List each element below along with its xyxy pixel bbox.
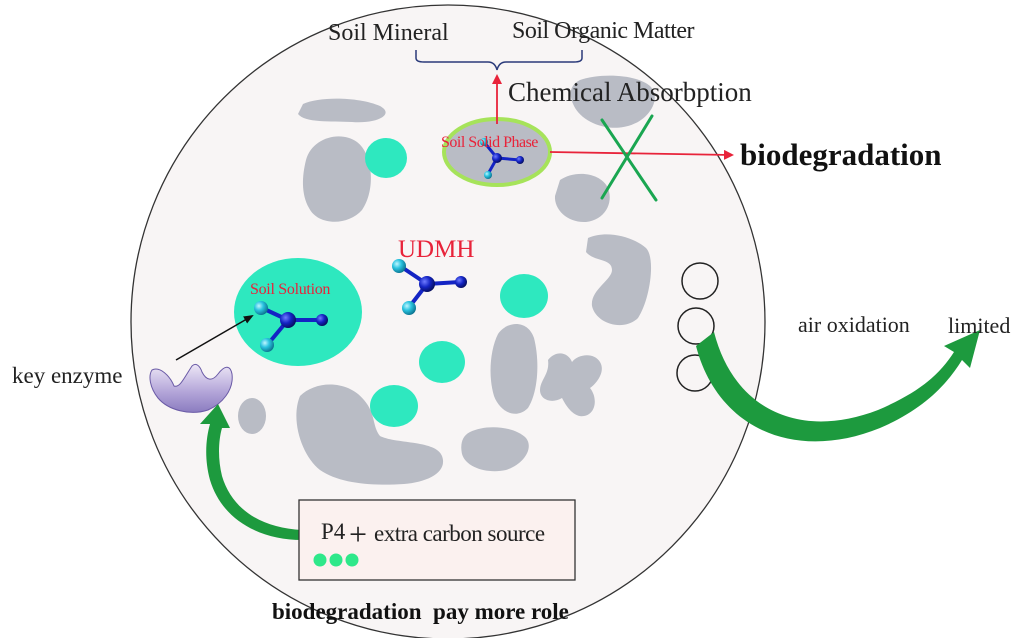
udmh-molecule-free (392, 259, 467, 315)
soil-particles (238, 75, 655, 485)
blocked-x-icon (600, 114, 658, 202)
soil-solid-phase (442, 117, 552, 187)
p4-dots-icon (313, 553, 359, 567)
soil-particle (296, 384, 444, 485)
p4-carbon-box (298, 499, 576, 581)
soil-particle (540, 353, 602, 417)
solution-droplet (500, 274, 548, 318)
mineral-organic-bracket (415, 50, 583, 71)
bottom-caption: biodegradation pay more role (272, 599, 569, 624)
soil-solution-region (234, 258, 362, 366)
air-bubble (681, 262, 719, 300)
carbon-source-arrow (200, 404, 302, 540)
soil-particle (461, 427, 529, 472)
soil-particle (238, 398, 266, 434)
soil-solution-label: Soil Solution (250, 281, 330, 298)
limited-label: limited (948, 313, 1010, 338)
soil-particle (298, 98, 386, 123)
soil-particle (554, 173, 610, 223)
soil-solution-droplets (365, 138, 548, 427)
key-enzyme-label: key enzyme (12, 363, 122, 388)
biodegradation-label: biodegradation (740, 137, 942, 172)
plus-sign: + (349, 516, 367, 552)
chemical-absorption-label: Chemical Absorbption (508, 77, 752, 107)
soil-particle (570, 75, 655, 128)
soil-particle (490, 323, 538, 414)
soil-aggregate-circle (130, 4, 766, 638)
key-enzyme-icon (149, 363, 233, 413)
solid-to-biodegradation-arrow (549, 149, 734, 160)
soil-organic-matter-label: Soil Organic Matter (512, 18, 695, 44)
soil-mineral-label: Soil Mineral (328, 20, 449, 46)
air-oxidation-label: air oxidation (798, 312, 910, 337)
solution-droplet (419, 341, 465, 383)
enzyme-arrow (175, 314, 254, 361)
p4-label: P4 (321, 519, 346, 544)
udmh-molecule-solid (480, 138, 524, 179)
soil-particle (586, 234, 652, 326)
solution-droplet (365, 138, 407, 178)
udmh-molecule-solution (254, 301, 328, 352)
extra-carbon-source-label: extra carbon source (374, 521, 545, 546)
solution-droplet (370, 385, 418, 427)
air-bubble (677, 307, 715, 345)
udmh-label: UDMH (398, 236, 474, 263)
air-oxidation-arrow (696, 330, 980, 442)
soil-particle (302, 136, 371, 222)
soil-solid-phase-label: Soil Solid Phase (441, 134, 538, 151)
